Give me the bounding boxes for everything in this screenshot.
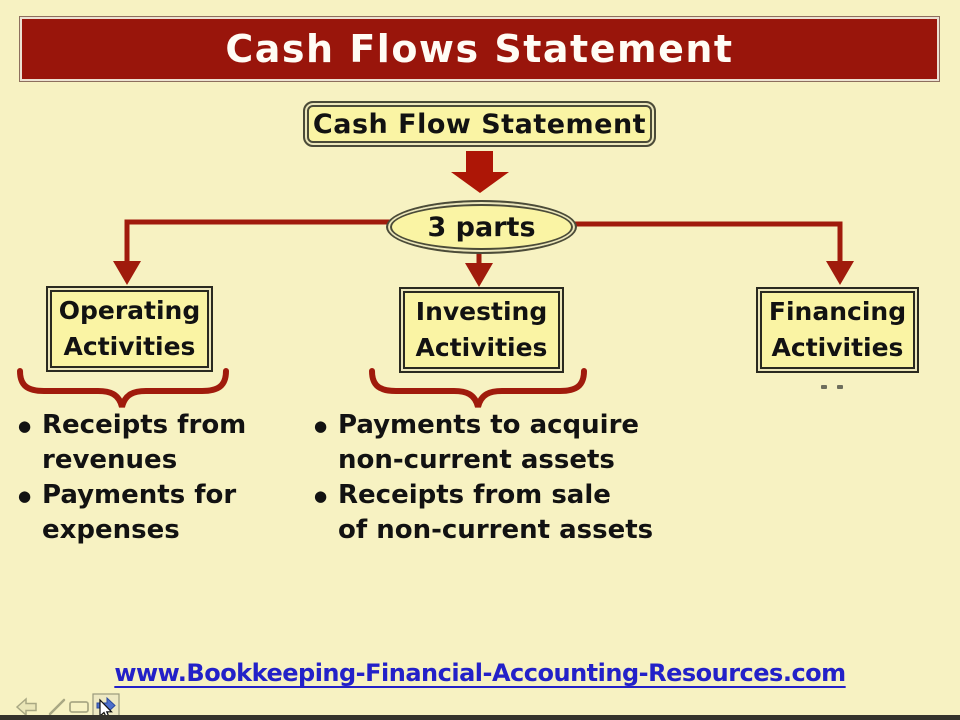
connector-right bbox=[570, 221, 854, 285]
list-item: Payments for expenses bbox=[16, 478, 316, 548]
operating-label-line2: Activities bbox=[63, 332, 196, 361]
operating-label-line1: Operating bbox=[58, 296, 201, 325]
title-banner: Cash Flows Statement bbox=[20, 17, 939, 81]
investing-label-line1: Investing bbox=[415, 297, 548, 326]
investing-activities-box: Investing Activities bbox=[399, 287, 564, 373]
bullet-text: non-current assets bbox=[338, 445, 615, 475]
bullet-text: Receipts from sale bbox=[338, 480, 611, 510]
financing-label-line1: Financing bbox=[768, 297, 907, 326]
down-arrow-icon bbox=[451, 151, 509, 193]
brace-investing bbox=[369, 368, 587, 408]
connector-center bbox=[465, 251, 493, 287]
operating-bullet-list: Receipts from revenues Payments for expe… bbox=[16, 408, 316, 548]
three-parts-node: 3 parts bbox=[386, 200, 577, 254]
slide-menu-icon[interactable] bbox=[69, 701, 89, 713]
bullet-text: revenues bbox=[42, 445, 178, 475]
investing-label-line2: Activities bbox=[415, 333, 548, 362]
website-link[interactable]: www.Bookkeeping-Financial-Accounting-Res… bbox=[114, 659, 846, 687]
pen-tool-icon[interactable] bbox=[48, 698, 66, 716]
list-item: Receipts from revenues bbox=[16, 408, 316, 478]
connector-left bbox=[113, 219, 392, 285]
cash-flow-statement-node: Cash Flow Statement bbox=[303, 101, 656, 147]
bullet-text: Payments for bbox=[42, 480, 237, 510]
financing-activities-box: Financing Activities bbox=[756, 287, 919, 373]
investing-bullet-list: Payments to acquire non-current assets R… bbox=[312, 408, 692, 548]
operating-activities-box: Operating Activities bbox=[46, 286, 213, 372]
list-item: Receipts from sale of non-current assets bbox=[312, 478, 692, 548]
bottom-edge-bar bbox=[0, 715, 960, 720]
bullet-text: of non-current assets bbox=[338, 515, 654, 545]
cash-flow-statement-label: Cash Flow Statement bbox=[312, 108, 647, 140]
footer: www.Bookkeeping-Financial-Accounting-Res… bbox=[0, 659, 960, 687]
three-parts-label: 3 parts bbox=[427, 211, 536, 243]
previous-slide-icon[interactable] bbox=[15, 697, 37, 717]
bullet-text: expenses bbox=[42, 515, 180, 545]
list-item: Payments to acquire non-current assets bbox=[312, 408, 692, 478]
bullet-text: Payments to acquire bbox=[338, 410, 640, 440]
brace-financing-partial bbox=[821, 385, 843, 389]
bullet-text: Receipts from bbox=[42, 410, 247, 440]
brace-operating bbox=[17, 368, 229, 408]
financing-label-line2: Activities bbox=[771, 333, 904, 362]
slide-title: Cash Flows Statement bbox=[225, 27, 734, 71]
